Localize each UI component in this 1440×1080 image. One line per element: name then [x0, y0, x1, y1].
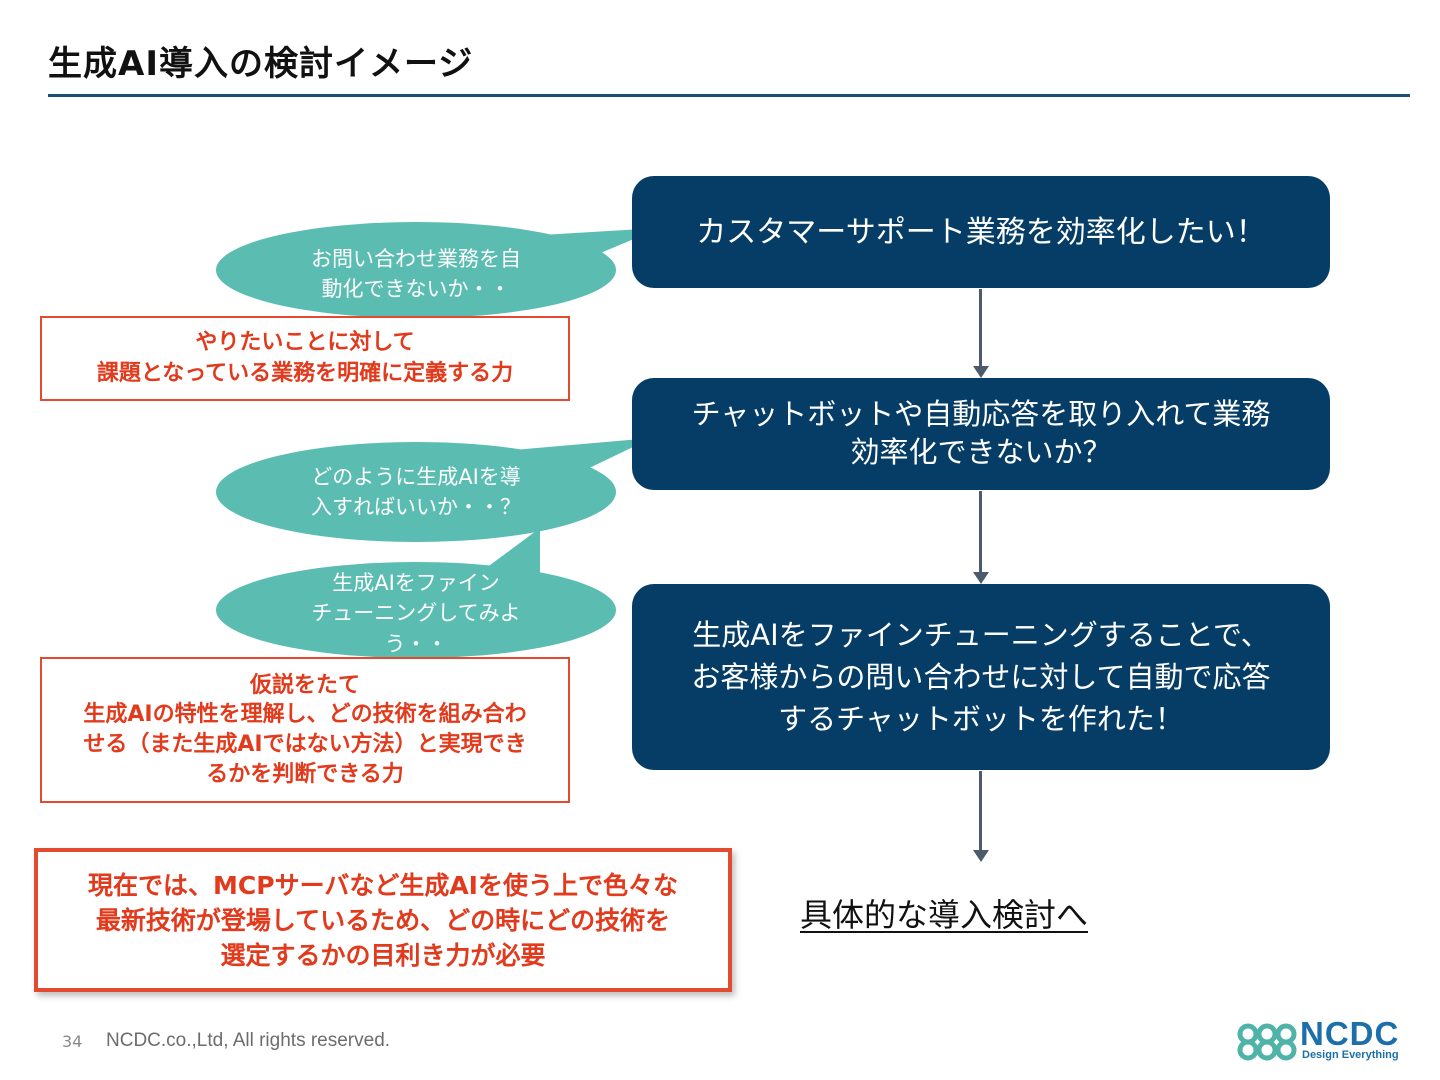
- skill-box-1-text: やりたいことに対して 課題となっている業務を明確に定義する力: [96, 329, 514, 386]
- flow-step-2-text: チャットボットや自動応答を取り入れて業務 効率化できないか？: [691, 397, 1271, 469]
- flow-arrow-1-head: [973, 366, 989, 378]
- skill-box-2-text: 仮説をたて 生成AIの特性を理解し、どの技術を組み合わ せる（また生成AIではな…: [83, 672, 527, 787]
- bubble-text-3: 生成AIをファイン チューニングしてみよ う・・: [311, 571, 521, 656]
- flow-step-1: カスタマーサポート業務を効率化したい！: [632, 176, 1330, 288]
- speech-bubble-3: [216, 528, 616, 658]
- flow-step-2: チャットボットや自動応答を取り入れて業務 効率化できないか？: [632, 378, 1330, 490]
- page-number: 34: [62, 1032, 83, 1051]
- flow-arrow-2-line: [979, 491, 982, 573]
- skill-box-1: やりたいことに対して 課題となっている業務を明確に定義する力: [40, 316, 570, 401]
- speech-bubble-2: [216, 438, 652, 542]
- flow-step-3-text: 生成AIをファインチューニングすることで、 お客様からの問い合わせに対して自動で…: [691, 617, 1271, 737]
- flow-step-1-text: カスタマーサポート業務を効率化したい！: [696, 214, 1266, 250]
- flow-step-3: 生成AIをファインチューニングすることで、 お客様からの問い合わせに対して自動で…: [632, 584, 1330, 770]
- skill-box-2: 仮説をたて 生成AIの特性を理解し、どの技術を組み合わ せる（また生成AIではな…: [40, 657, 570, 803]
- ncdc-knot-logo-icon: [1237, 1023, 1297, 1061]
- next-step-link: 具体的な導入検討へ: [800, 896, 1089, 934]
- skill-box-3: 現在では、MCPサーバなど生成AIを使う上で色々な 最新技術が登場しているため、…: [34, 848, 732, 992]
- flow-arrow-1-line: [979, 289, 982, 367]
- skill-box-3-text: 現在では、MCPサーバなど生成AIを使う上で色々な 最新技術が登場しているため、…: [88, 870, 678, 970]
- speech-bubble-1: [216, 222, 660, 318]
- bubble-text-1: お問い合わせ業務を自 動化できないか・・: [311, 247, 521, 302]
- flow-arrow-3-line: [979, 771, 982, 851]
- title-divider: [48, 94, 1410, 97]
- flow-arrow-3-head: [973, 850, 989, 862]
- bubble-text-2: どのように生成AIを導 入すればいいか・・？: [311, 465, 521, 520]
- company-tagline: Design Everything: [1302, 1049, 1399, 1061]
- flow-arrow-2-head: [973, 572, 989, 584]
- page-title: 生成AI導入の検討イメージ: [48, 44, 474, 84]
- copyright-text: NCDC.co.,Ltd, All rights reserved.: [106, 1030, 391, 1051]
- company-logo-text: NCDC: [1300, 1015, 1400, 1052]
